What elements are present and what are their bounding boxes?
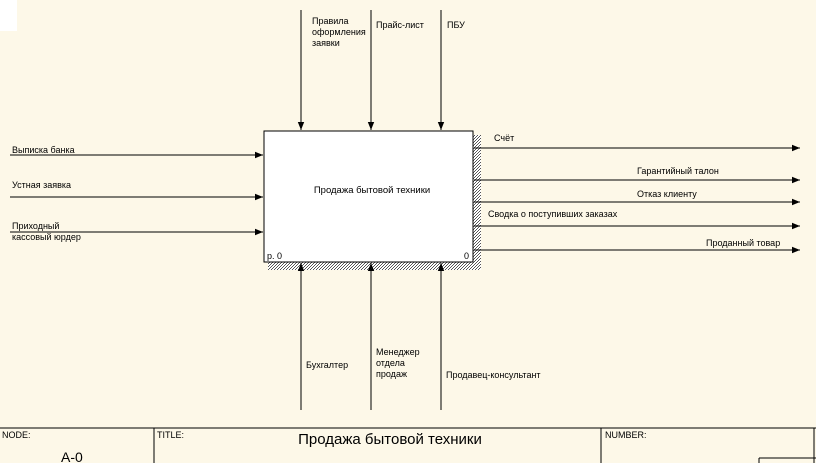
footer: NODE: A-0 TITLE: Продажа бытовой техники… [0,427,816,463]
output-label: Гарантийный талон [637,166,719,176]
box-node-ref: p. 0 [267,251,282,261]
control-label: Правила оформления заявки [312,16,368,48]
box-rect [263,130,474,263]
mechanism-label: Менеджер отдела продаж [376,347,422,379]
mechanism-label: Бухгалтер [306,360,348,370]
control-label: ПБУ [447,20,465,30]
output-label: Проданный товар [706,238,780,248]
output-label: Счёт [494,133,514,143]
node-value: A-0 [61,449,83,463]
activity-box[interactable]: Продажа бытовой техники p. 0 0 [263,130,481,270]
outputs: Счёт Гарантийный талон Отказ клиенту Сво… [474,133,800,254]
title-caption: TITLE: [157,430,184,440]
number-caption: NUMBER: [605,430,647,440]
input-label: Выписка банка [12,145,75,155]
control-label: Прайс-лист [376,20,424,30]
inputs: Выписка банка Устная заявка Приходный ка… [10,145,263,242]
node-caption: NODE: [2,430,31,440]
box-title: Продажа бытовой техники [314,185,430,196]
mechanism-label: Продавец-консультант [446,370,541,380]
corner-patch [0,0,17,31]
output-label: Сводка о поступивших заказах [488,209,618,219]
title-value: Продажа бытовой техники [298,431,482,448]
input-label: Устная заявка [12,180,71,190]
output-label: Отказ клиенту [637,189,697,199]
input-label: Приходный кассовый юрдер [12,221,81,242]
controls: Правила оформления заявки Прайс-лист ПБУ [297,10,465,130]
mechanisms: Бухгалтер Менеджер отдела продаж Продаве… [297,263,541,410]
box-number: 0 [464,251,469,261]
